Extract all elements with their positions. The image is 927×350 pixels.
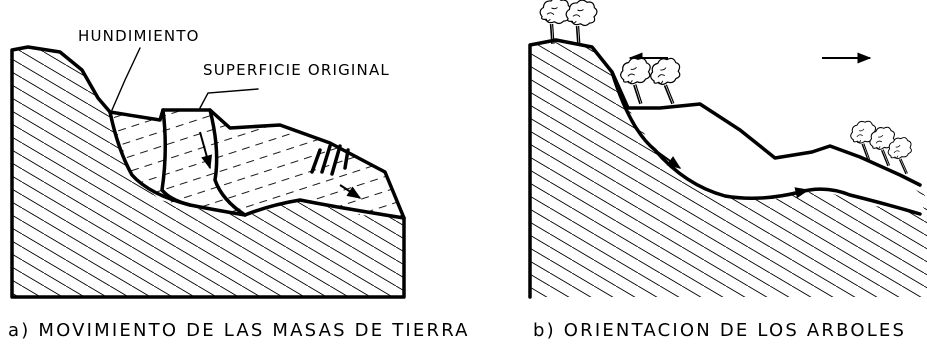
tree-icon (564, 0, 601, 48)
superficie-leader (199, 88, 259, 109)
tree-icon (538, 0, 575, 46)
hundimiento-leader (111, 47, 141, 111)
ground-outline-b (528, 38, 922, 299)
slip-surface-b (610, 70, 922, 216)
arrow-icon (199, 131, 213, 170)
arrow-icon (654, 149, 682, 169)
slide-mass-texture (110, 110, 404, 218)
arrow-icon (771, 187, 810, 199)
slip-surface (108, 110, 406, 220)
figure-b (528, 0, 927, 299)
caption-a: a) MOVIMIENTO DE LAS MASAS DE TIERRA (8, 320, 470, 341)
figure-a: HUNDIMIENTO SUPERFICIE ORIGINAL (10, 27, 406, 299)
label-superficie-original: SUPERFICIE ORIGINAL (203, 61, 390, 79)
rotated-block-edge (160, 108, 192, 207)
arrow-icon (339, 184, 362, 199)
rotated-block-edge-2 (208, 108, 247, 217)
tree-icon (645, 53, 693, 109)
cracks (310, 144, 350, 176)
caption-b: b) ORIENTACION DE LOS ARBOLES (533, 320, 906, 341)
label-hundimiento: HUNDIMIENTO (78, 27, 200, 45)
